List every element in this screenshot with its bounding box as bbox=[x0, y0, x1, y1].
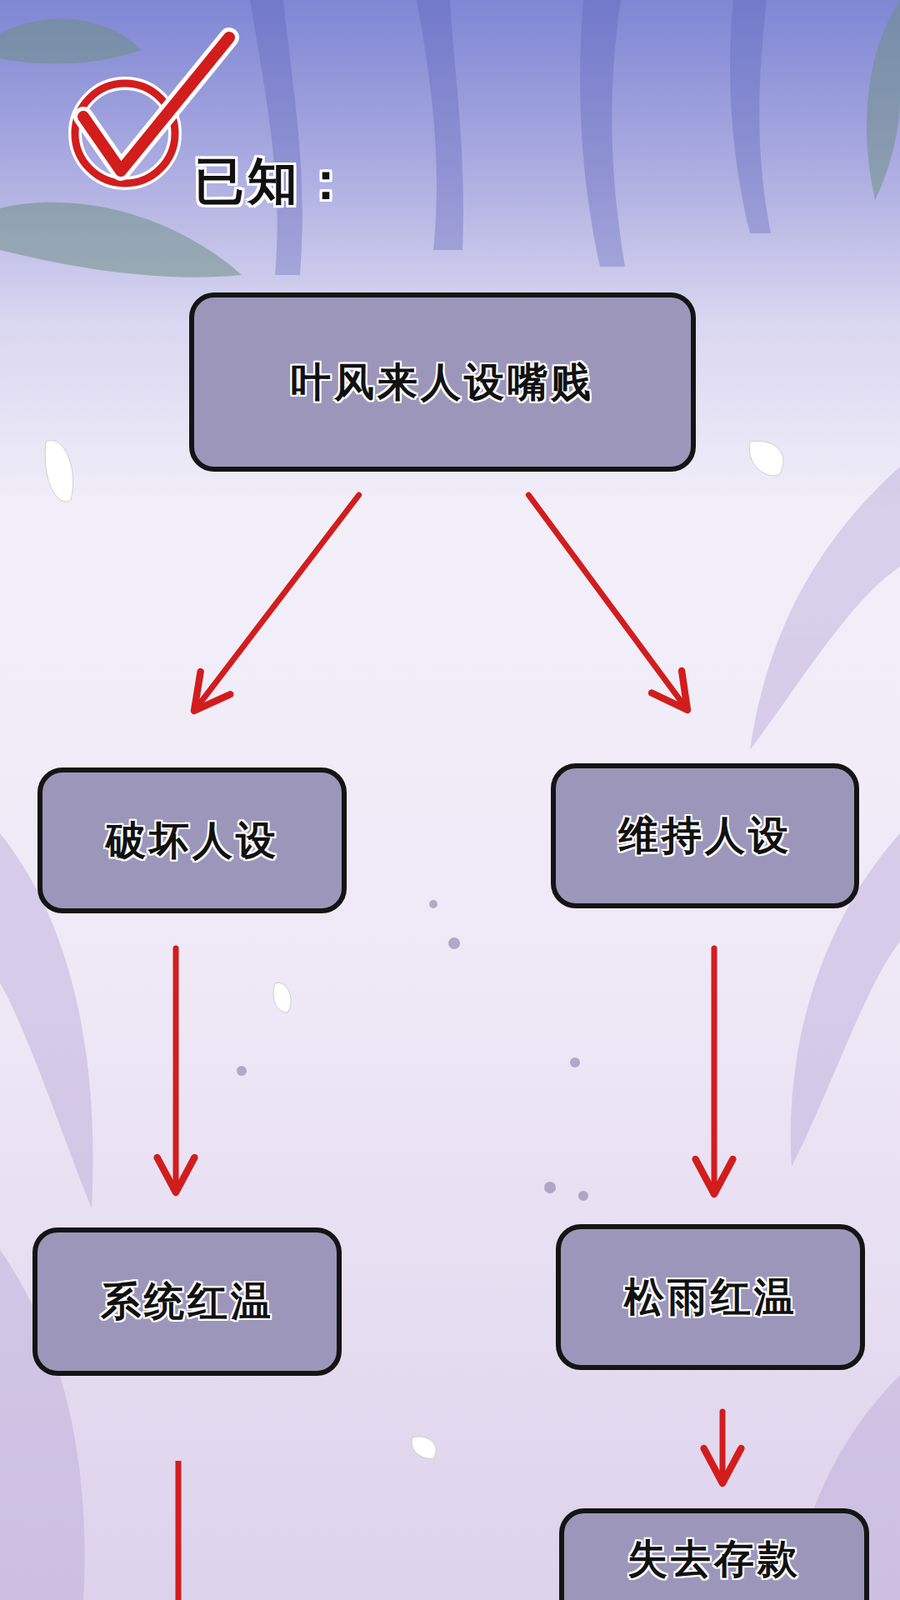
arrow-connector bbox=[194, 495, 360, 711]
arrow-connector bbox=[711, 948, 718, 1195]
hair-strands bbox=[250, 0, 771, 275]
box-text: 叶风来人设嘴贱 bbox=[290, 358, 595, 407]
box-text: 破坏人设 bbox=[105, 816, 280, 865]
box-text: 松雨红温 bbox=[624, 1273, 798, 1322]
arrow-connector bbox=[528, 495, 688, 710]
process-box: 叶风来人设嘴贱 bbox=[189, 292, 696, 472]
process-box: 失去存款 bbox=[559, 1508, 870, 1600]
arrow-connector bbox=[173, 948, 180, 1193]
process-box: 松雨红温 bbox=[555, 1224, 865, 1370]
continuing-line bbox=[175, 1460, 182, 1600]
process-box: 系统红温 bbox=[32, 1227, 342, 1376]
box-text: 系统红温 bbox=[100, 1277, 275, 1326]
heading-label: 已知： bbox=[194, 148, 355, 216]
process-box: 维持人设 bbox=[550, 763, 860, 909]
box-text: 失去存款 bbox=[627, 1535, 801, 1584]
dots bbox=[236, 900, 589, 1201]
vine-silhouettes bbox=[0, 466, 900, 1600]
arrow-connector bbox=[720, 1411, 726, 1484]
process-box: 破坏人设 bbox=[37, 767, 347, 914]
box-text: 维持人设 bbox=[618, 811, 792, 860]
leaves bbox=[0, 0, 900, 278]
